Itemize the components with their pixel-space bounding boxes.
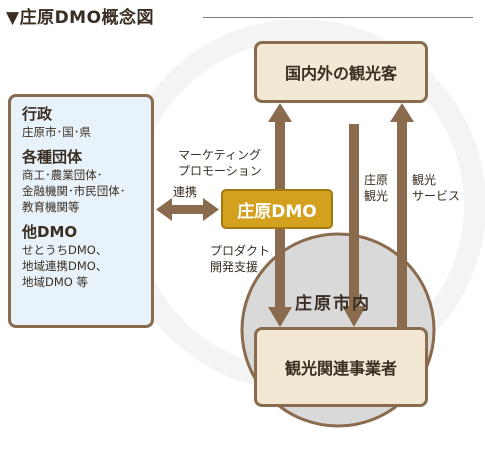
arrow-visitors-to-businesses	[342, 124, 366, 327]
group-line: 庄原市･国･県	[22, 125, 91, 139]
label-tourism-service: 観光 サービス	[412, 172, 460, 204]
group-line: 商工･農業団体･	[22, 168, 103, 182]
label-product-support: プロダクト 開発支援	[210, 243, 270, 275]
diagram-title: ▼庄原DMO概念図	[6, 8, 155, 28]
group-line: 地域DMO 等	[22, 275, 88, 289]
label-line: マーケティング	[178, 148, 262, 162]
arrow-businesses-to-visitors	[390, 103, 414, 327]
arrow-dmo-to-visitors	[268, 103, 292, 190]
arrow-cooperation	[156, 198, 219, 221]
group-line: 教育機関等	[22, 200, 80, 214]
label-line: 観光	[364, 189, 389, 203]
group-heading-other-dmo: 他DMO	[22, 223, 78, 241]
label-line: 観光	[412, 173, 437, 187]
visitors-box: 国内外の観光客	[254, 41, 428, 103]
city-label: 庄原市内	[295, 294, 371, 314]
label-marketing: マーケティング プロモーション	[178, 147, 262, 179]
label-line: プロダクト	[210, 244, 271, 258]
label-line: 庄原	[364, 173, 389, 187]
label-cooperation: 連携	[173, 185, 198, 199]
label-line: サービス	[412, 189, 461, 203]
group-heading-organizations: 各種団体	[22, 148, 83, 166]
label-line: 開発支援	[210, 260, 259, 274]
dmo-box: 庄原DMO	[221, 189, 333, 229]
group-line: 地域連携DMO、	[22, 259, 108, 273]
group-line: 金融機関･市民団体･	[22, 184, 126, 198]
stakeholders-box: 行政 庄原市･国･県 各種団体 商工･農業団体･ 金融機関･市民団体･ 教育機関…	[8, 94, 154, 328]
businesses-box: 観光関連事業者	[254, 327, 428, 407]
arrow-dmo-to-businesses	[268, 229, 292, 327]
title-divider	[203, 17, 473, 18]
label-line: プロモーション	[178, 164, 262, 178]
group-line: せとうちDMO、	[22, 243, 108, 257]
group-heading-government: 行政	[22, 105, 53, 123]
label-shobara-tourism: 庄原 観光	[364, 172, 388, 204]
